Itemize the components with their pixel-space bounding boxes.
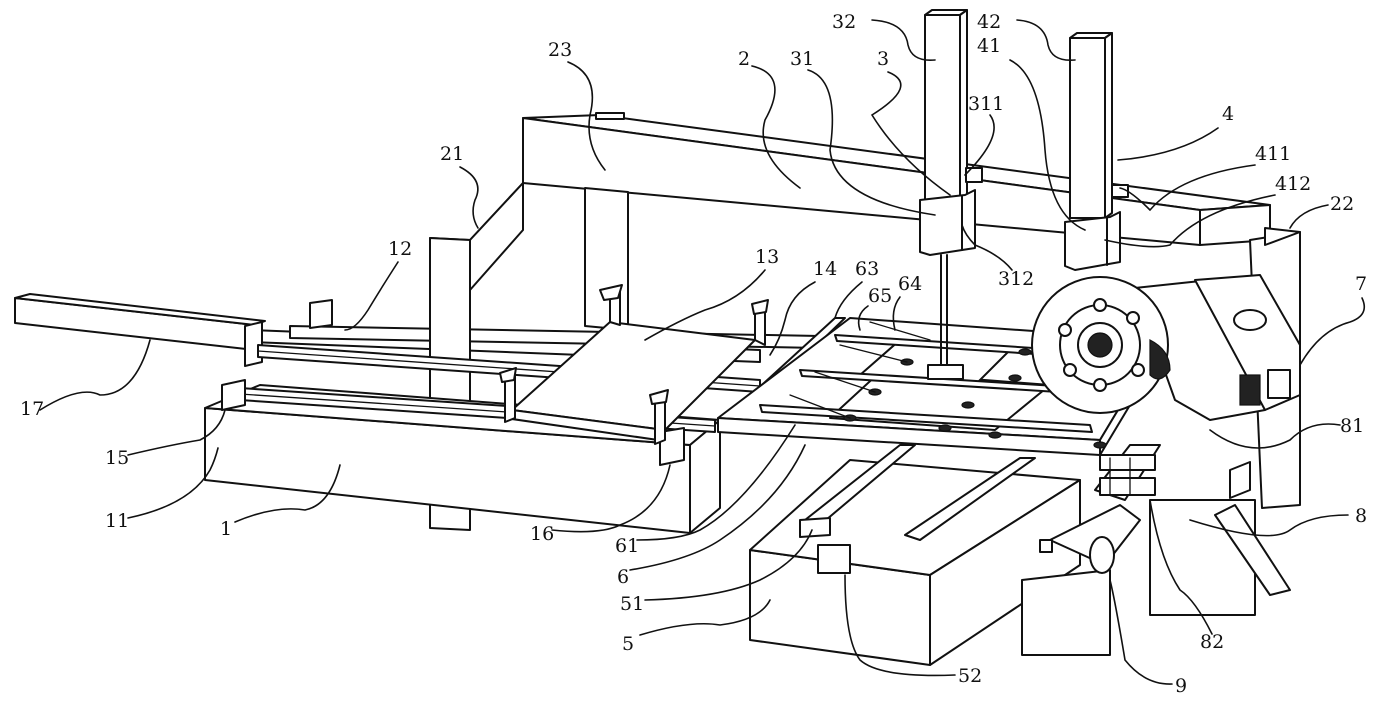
output-conveyor-8	[1094, 444, 1291, 616]
leader-41	[1009, 59, 1086, 231]
leader-9	[1109, 579, 1173, 685]
reference-numeral-21: 21	[440, 143, 464, 165]
reference-numeral-8: 8	[1355, 505, 1367, 527]
reference-numeral-61: 61	[615, 535, 639, 557]
leader-8	[1189, 514, 1349, 537]
reference-numeral-51: 51	[620, 593, 644, 615]
reference-numeral-31: 31	[790, 48, 814, 70]
pusher-cylinder-17	[14, 293, 266, 367]
reference-numeral-1: 1	[220, 518, 232, 540]
leader-3	[870, 71, 951, 196]
reference-numeral-12: 12	[388, 238, 412, 260]
leader-411	[1119, 164, 1256, 212]
reference-numeral-3: 3	[877, 48, 889, 70]
leader-22	[1289, 204, 1329, 229]
leader-51	[644, 529, 813, 601]
leader-12	[344, 261, 399, 331]
reference-numeral-4: 4	[1222, 103, 1234, 125]
reference-numeral-7: 7	[1355, 273, 1367, 295]
reference-numeral-23: 23	[548, 39, 572, 61]
reference-numeral-14: 14	[813, 258, 837, 280]
vertical-actuator-3	[919, 9, 983, 380]
reference-numeral-412: 412	[1275, 173, 1311, 195]
leader-4	[1117, 127, 1219, 161]
leader-312	[961, 224, 1013, 271]
motor-box-9	[1021, 504, 1141, 656]
leader-11	[127, 447, 219, 519]
leader-21	[459, 166, 479, 229]
leader-23	[567, 61, 606, 171]
leader-63	[834, 281, 863, 319]
leader-1	[234, 464, 341, 523]
reference-numeral-82: 82	[1200, 631, 1224, 653]
vertical-actuator-4	[1064, 32, 1129, 271]
leader-5	[639, 599, 771, 636]
leader-6	[629, 444, 806, 571]
leader-64	[892, 296, 901, 331]
reference-numeral-52: 52	[958, 665, 982, 687]
leader-13	[644, 269, 766, 341]
reference-numeral-16: 16	[530, 523, 554, 545]
reference-numeral-65: 65	[868, 285, 892, 307]
reference-numeral-81: 81	[1340, 415, 1364, 437]
leader-17	[39, 339, 151, 411]
saw-unit-7	[1031, 274, 1301, 421]
leader-311	[964, 114, 995, 176]
reference-numeral-312: 312	[998, 268, 1034, 290]
reference-numeral-13: 13	[755, 246, 779, 268]
leader-81	[1209, 423, 1341, 449]
leader-42	[1016, 19, 1076, 62]
reference-numeral-22: 22	[1330, 193, 1354, 215]
reference-numeral-17: 17	[20, 398, 44, 420]
reference-numeral-11: 11	[105, 510, 129, 532]
leader-52	[844, 574, 956, 677]
leader-16	[551, 464, 671, 533]
lower-bench-5	[749, 444, 1081, 666]
reference-numeral-2: 2	[738, 48, 750, 70]
leader-61	[636, 424, 796, 541]
leader-31	[807, 69, 936, 216]
reference-numeral-42: 42	[977, 11, 1001, 33]
leader-15	[127, 409, 226, 456]
reference-numeral-15: 15	[105, 447, 129, 469]
reference-numeral-64: 64	[898, 273, 922, 295]
leader-82	[1149, 499, 1213, 635]
reference-numeral-6: 6	[617, 566, 629, 588]
suction-cups-64	[789, 321, 1107, 449]
reference-numeral-63: 63	[855, 258, 879, 280]
reference-numeral-5: 5	[622, 633, 634, 655]
reference-numeral-41: 41	[977, 35, 1001, 57]
leader-32	[871, 19, 936, 62]
reference-numeral-32: 32	[832, 11, 856, 33]
leader-14	[769, 281, 816, 356]
leader-lines	[39, 19, 1366, 685]
leader-2	[751, 65, 801, 189]
leader-65	[857, 305, 869, 331]
leader-7	[1299, 297, 1366, 366]
reference-numeral-9: 9	[1175, 675, 1187, 697]
reference-numeral-411: 411	[1255, 143, 1291, 165]
leader-412	[1104, 194, 1276, 248]
reference-numeral-311: 311	[968, 93, 1004, 115]
